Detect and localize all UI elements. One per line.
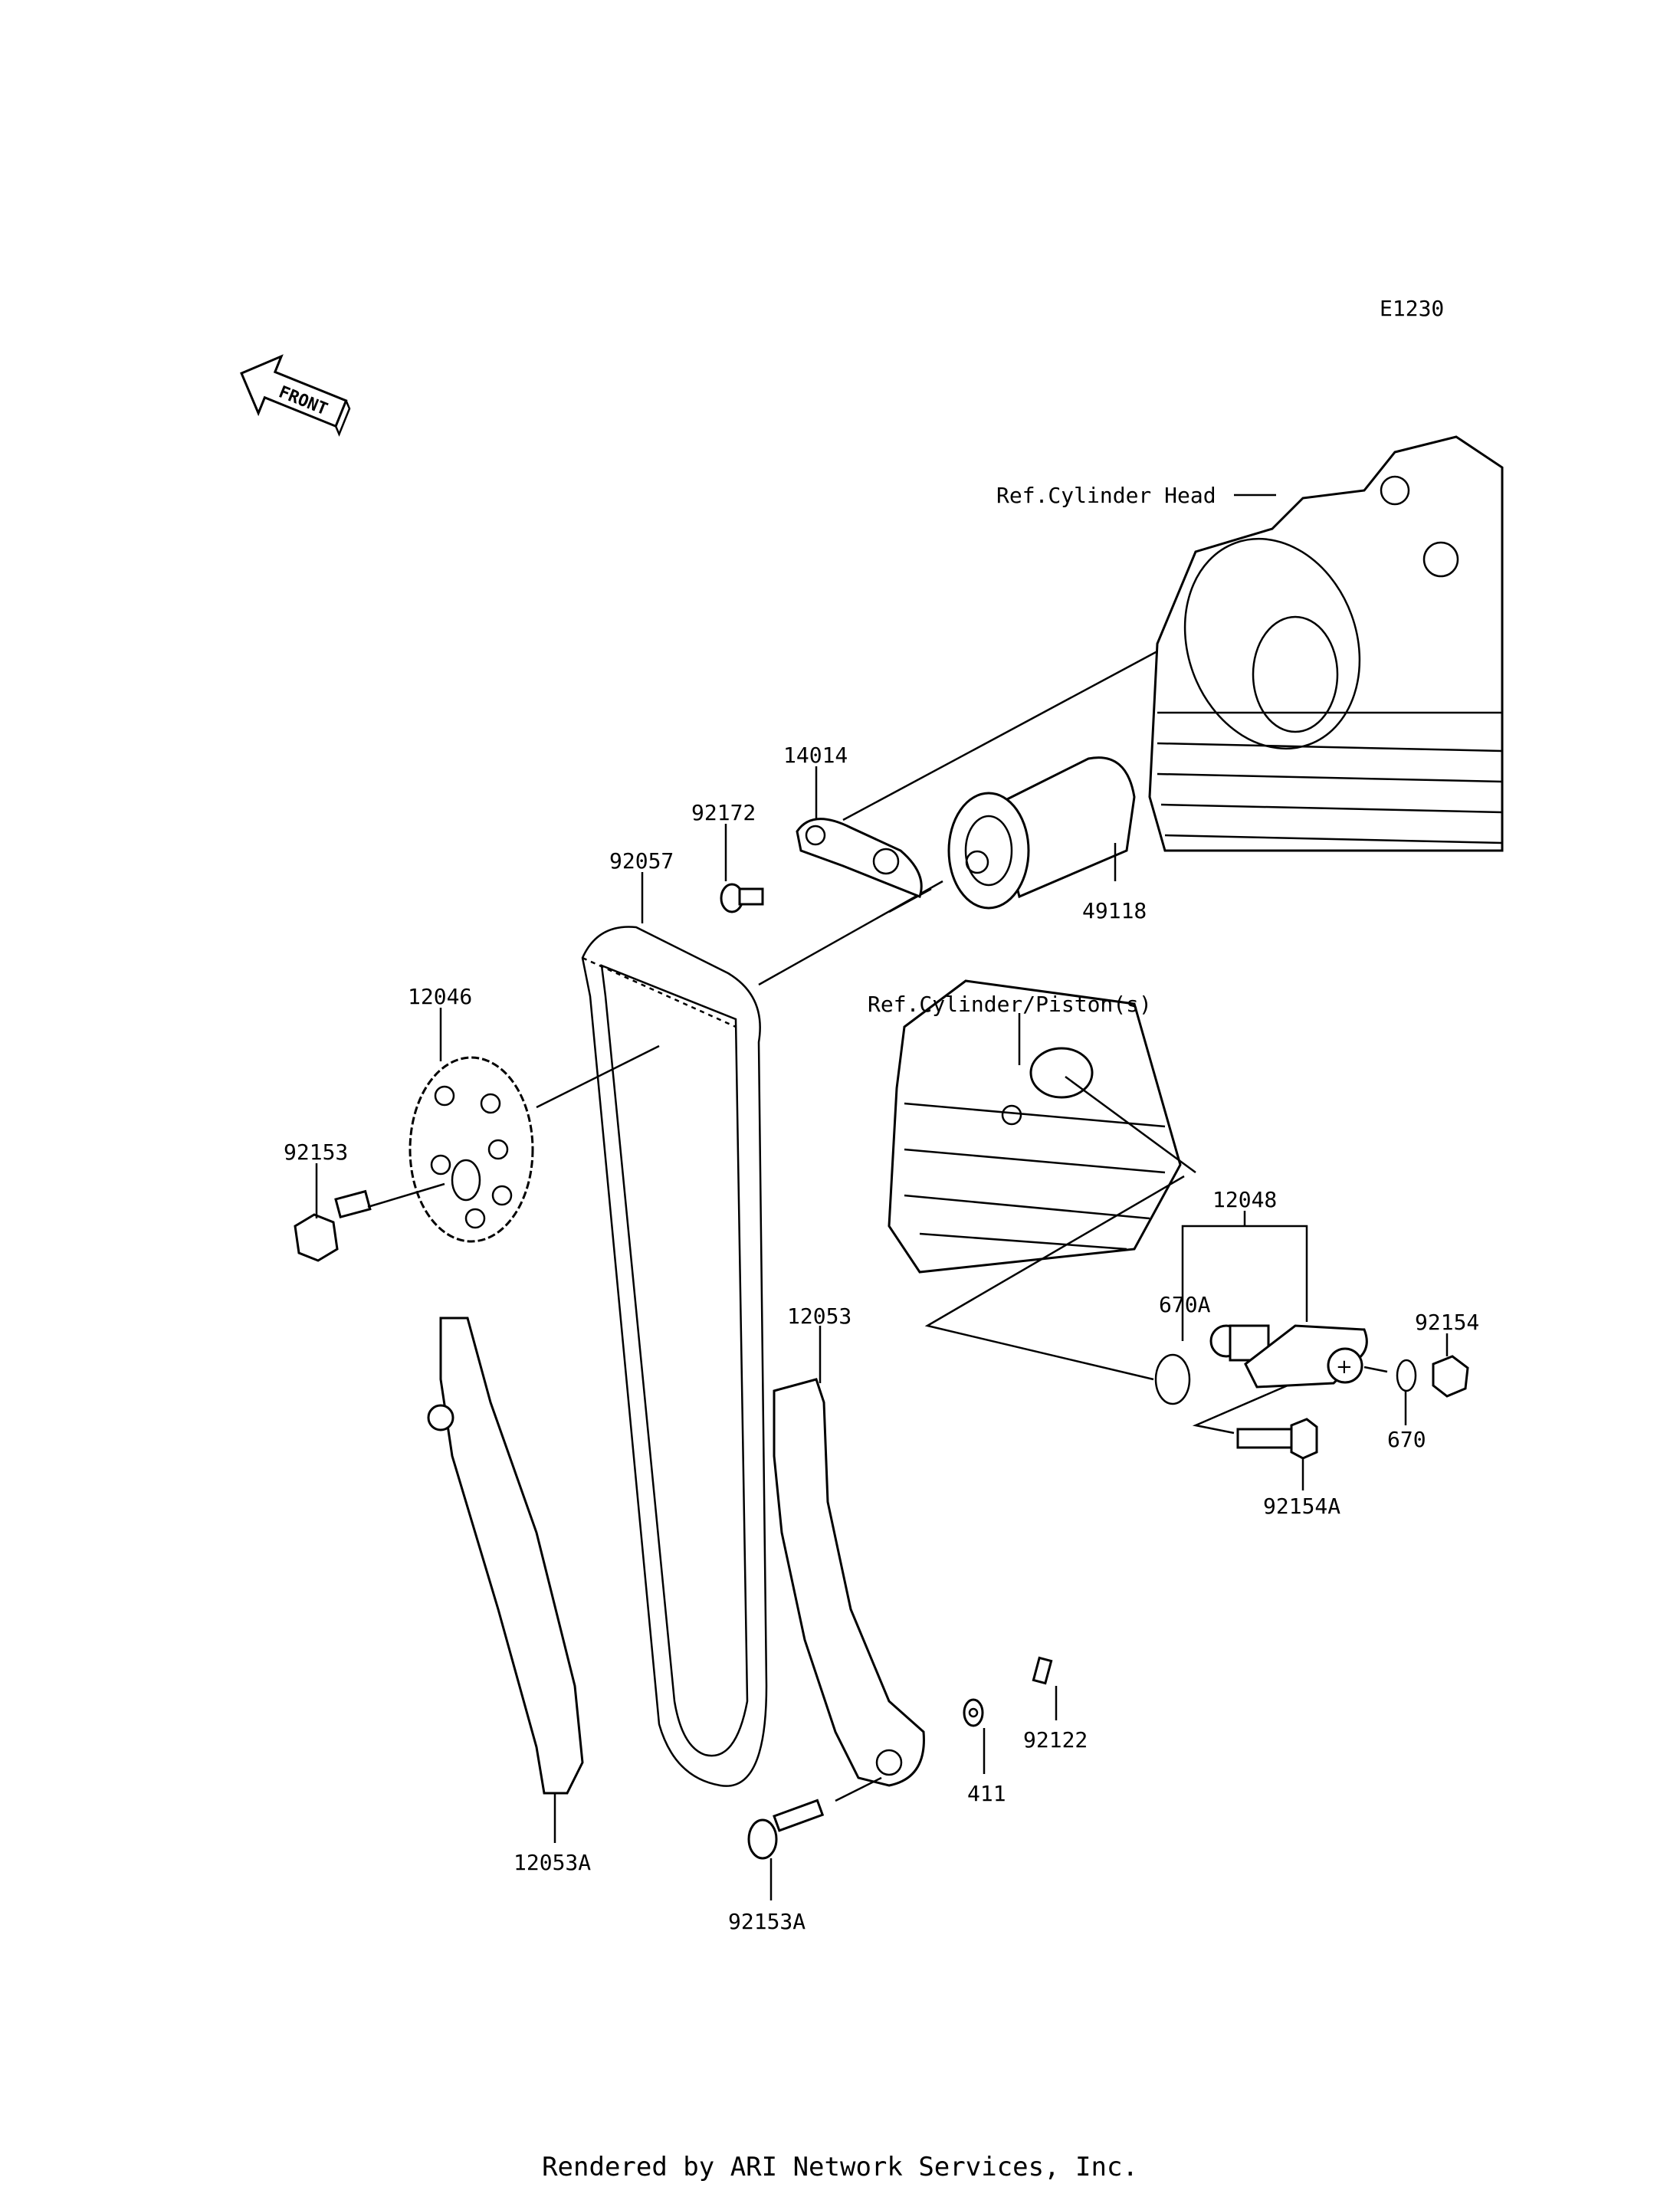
chain-guide-12053A (439, 1317, 584, 1795)
part-label-49118: 49118 (1082, 898, 1147, 923)
o-ring-670 (1396, 1359, 1417, 1392)
part-label-92153: 92153 (284, 1139, 348, 1165)
front-arrow-icon: FRONT (240, 354, 351, 437)
part-label-12053A: 12053A (514, 1850, 591, 1875)
bolt-92153 (294, 1189, 372, 1262)
part-label-92057: 92057 (609, 848, 674, 874)
o-ring-670A (1154, 1353, 1191, 1405)
pin-92122 (1032, 1656, 1053, 1685)
ref-cylinder-piston: Ref.Cylinder/Piston(s) (868, 992, 1152, 1017)
chain-guide-12053 (773, 1378, 925, 1787)
cylinder (888, 979, 1182, 1274)
ref-cylinder-head: Ref.Cylinder Head (996, 483, 1216, 508)
part-label-92154A: 92154A (1263, 1494, 1340, 1519)
part-label-14014: 14014 (783, 743, 848, 768)
bolt-92154 (1432, 1355, 1469, 1398)
cam-chain-tensioner: + (1209, 1324, 1368, 1389)
part-label-92153A: 92153A (728, 1909, 806, 1934)
part-label-12053: 12053 (787, 1303, 851, 1329)
part-label-92172: 92172 (691, 800, 756, 825)
screw-92172 (720, 883, 764, 913)
part-label-411: 411 (967, 1781, 1006, 1806)
cam-chain (581, 926, 768, 1787)
bolt-92154A (1236, 1418, 1318, 1460)
camshaft-plate (796, 818, 923, 898)
part-label-12046: 12046 (408, 984, 472, 1009)
cylinder-head (1148, 435, 1504, 852)
part-label-670: 670 (1387, 1427, 1426, 1452)
part-label-92154: 92154 (1415, 1310, 1479, 1335)
footer-credit: Rendered by ARI Network Services, Inc. (542, 2152, 1138, 2182)
camshaft (947, 756, 1136, 910)
washer-411 (963, 1698, 984, 1727)
part-label-670A: 670A (1159, 1292, 1211, 1317)
part-label-92122: 92122 (1023, 1727, 1088, 1753)
diagram-code: E1230 (1380, 296, 1444, 321)
bolt-92153A (747, 1799, 825, 1860)
part-label-12048: 12048 (1212, 1187, 1277, 1212)
svg-text:+: + (1336, 1356, 1353, 1379)
cam-sprocket (409, 1056, 534, 1243)
